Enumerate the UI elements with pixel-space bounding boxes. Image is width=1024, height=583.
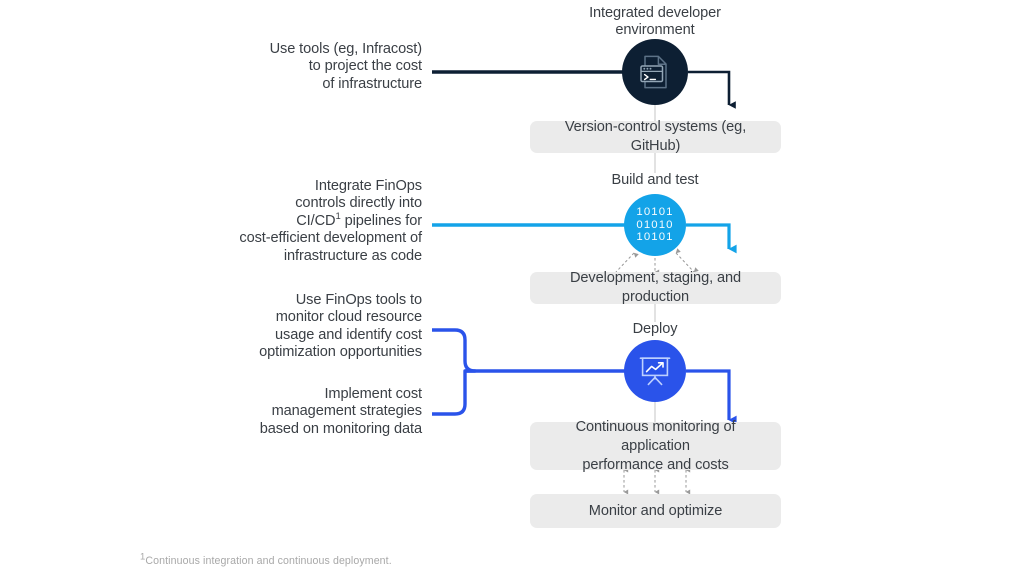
environments-box-label: Development, staging, and production	[569, 270, 742, 305]
continuous-monitoring-box-line-2: performance and costs	[582, 456, 729, 473]
environments-box[interactable]: Development, staging, and production	[530, 270, 781, 305]
monitor-annotation-line-3: usage and identify cost	[275, 326, 422, 343]
ide-node-title-line-1: Integrated developer	[589, 5, 721, 21]
continuous-monitoring-box[interactable]: Continuous monitoring of application per…	[530, 419, 781, 473]
continuous-monitoring-box-line-1: Continuous monitoring of application	[575, 418, 736, 454]
cicd-annotation-line-5: infrastructure as code	[283, 247, 422, 264]
binary-row-2: 01010	[636, 218, 674, 231]
footnote: 1Continuous integration and continuous d…	[140, 552, 392, 568]
cicd-annotation-line-3: CI/CD1 pipelines for	[296, 210, 422, 229]
ide-node[interactable]	[622, 39, 688, 105]
cost-management-annotation-line-2: management strategies	[271, 403, 423, 420]
cost-management-annotation-line-1: Implement cost	[324, 386, 422, 402]
build-node-title: Build and test	[611, 172, 699, 188]
monitor-optimize-box[interactable]: Monitor and optimize	[530, 494, 781, 528]
deploy-to-monitoring-arrow	[686, 369, 737, 425]
cost-management-annotation: Implement cost management strategies bas…	[210, 386, 422, 438]
monitor-annotation-line-2: monitor cloud resource	[275, 309, 422, 326]
ide-annotation-line-1: Use tools (eg, Infracost)	[269, 41, 423, 57]
build-node[interactable]: 10101 01010 10101	[624, 194, 686, 256]
monitor-optimize-box-label: Monitor and optimize	[588, 502, 723, 519]
cost-management-annotation-line-3: based on monitoring data	[259, 420, 422, 437]
version-control-box-label: Version-control systems (eg, GitHub)	[564, 119, 747, 154]
binary-code-icon: 10101 01010 10101	[636, 206, 673, 243]
binary-row-3: 10101	[636, 231, 674, 244]
deploy-annotation-bracket	[432, 328, 477, 416]
footnote-marker: 1	[140, 551, 146, 563]
cicd-annotation-line-4: cost-efficient development of	[239, 230, 422, 247]
build-to-env-arrow	[686, 223, 737, 254]
cicd-footnote-marker: 1	[335, 210, 341, 222]
binary-row-1: 10101	[636, 206, 674, 219]
ide-annotation-line-3: of infrastructure	[322, 75, 422, 92]
cicd-annotation: Integrate FinOps controls directly into …	[210, 178, 422, 265]
cicd-annotation-line-1: Integrate FinOps	[314, 178, 422, 194]
ide-node-title-line-2: environment	[615, 22, 695, 39]
ide-to-vcs-arrow	[688, 70, 736, 109]
version-control-box[interactable]: Version-control systems (eg, GitHub)	[530, 119, 781, 154]
footnote-text: Continuous integration and continuous de…	[145, 555, 392, 567]
ide-annotation: Use tools (eg, Infracost) to project the…	[230, 41, 423, 93]
monitor-annotation: Use FinOps tools to monitor cloud resour…	[210, 292, 422, 362]
ide-node-title: Integrated developer environment	[555, 5, 755, 40]
monitor-annotation-line-4: optimization opportunities	[259, 344, 422, 361]
deploy-node[interactable]	[624, 340, 686, 402]
presentation-chart-icon	[639, 357, 671, 386]
monitor-annotation-line-1: Use FinOps tools to	[295, 292, 422, 308]
file-terminal-icon	[640, 55, 667, 89]
ide-annotation-line-2: to project the cost	[308, 58, 422, 75]
cicd-annotation-line-2: controls directly into	[295, 195, 422, 212]
deploy-node-title: Deploy	[632, 321, 678, 337]
